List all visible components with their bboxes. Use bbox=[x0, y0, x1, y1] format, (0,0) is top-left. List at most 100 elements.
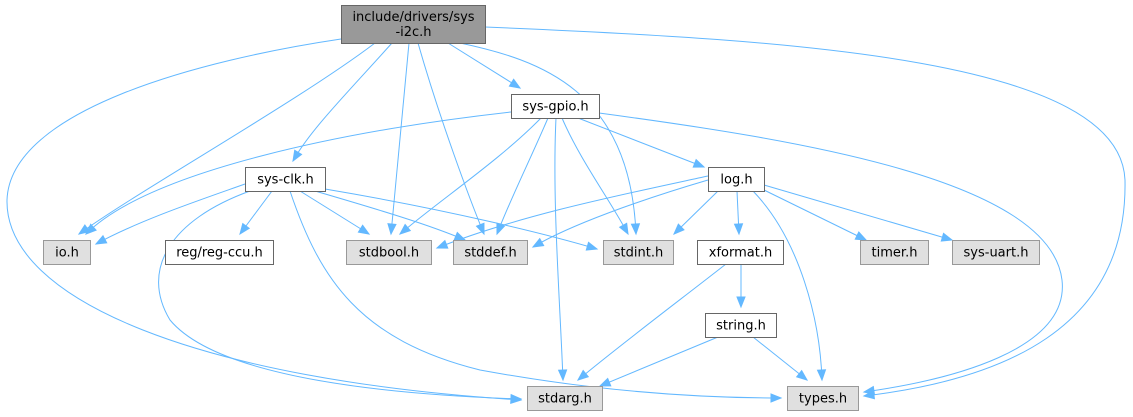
nodes-layer: include/drivers/sys-i2c.h sys-gpio.h sys-c… bbox=[43, 5, 1040, 411]
edge-sys-clk-to-reg-ccu bbox=[239, 190, 273, 236]
edge-line bbox=[763, 184, 953, 241]
node-sys-clk[interactable]: sys-clk.h bbox=[245, 167, 326, 192]
node-label: types.h bbox=[799, 392, 847, 407]
arrowhead-icon bbox=[239, 222, 251, 236]
edge-log-to-stddef bbox=[531, 179, 709, 248]
node-root[interactable]: include/drivers/sys-i2c.h bbox=[341, 5, 486, 44]
node-box bbox=[705, 313, 777, 338]
edge-sys-clk-to-stdint bbox=[324, 188, 599, 251]
edge-line bbox=[577, 117, 705, 168]
edge-sys-clk-to-io bbox=[94, 183, 246, 245]
node-label: string.h bbox=[716, 319, 766, 334]
node-box bbox=[453, 240, 528, 265]
node-box bbox=[245, 167, 326, 192]
edge-line bbox=[459, 42, 637, 235]
edge-line bbox=[324, 188, 598, 250]
edge-line bbox=[561, 117, 629, 235]
edge-xformat-to-stdarg bbox=[576, 263, 727, 381]
arrowhead-icon bbox=[692, 158, 706, 168]
edge-line bbox=[314, 190, 466, 241]
arrowhead-icon bbox=[770, 393, 783, 403]
edge-xformat-to-string bbox=[736, 264, 746, 309]
arrowhead-icon bbox=[510, 393, 523, 404]
arrowhead-icon bbox=[435, 239, 449, 249]
node-stdarg: stdarg.h bbox=[527, 386, 603, 411]
edge-line bbox=[599, 336, 719, 387]
arrowhead-icon bbox=[357, 224, 371, 235]
edge-line bbox=[390, 42, 410, 235]
arrowhead-icon bbox=[940, 232, 954, 242]
edge-log-to-xformat bbox=[733, 190, 744, 236]
node-label: timer.h bbox=[872, 246, 918, 261]
edge-sys-gpio-to-io bbox=[85, 111, 512, 235]
edge-line bbox=[436, 175, 709, 249]
arrowhead-icon bbox=[85, 223, 97, 235]
arrowhead-icon bbox=[453, 231, 467, 241]
edge-sys-clk-to-stddef bbox=[314, 190, 467, 241]
edge-line bbox=[85, 111, 512, 235]
edge-root-to-sys-clk bbox=[292, 42, 393, 163]
edge-line bbox=[447, 42, 521, 89]
node-sys-gpio[interactable]: sys-gpio.h bbox=[511, 94, 600, 119]
edge-line bbox=[289, 190, 782, 399]
arrowhead-icon bbox=[630, 223, 641, 236]
edge-log-to-types bbox=[752, 190, 827, 382]
node-stddef: stddef.h bbox=[453, 240, 528, 265]
node-label: stdarg.h bbox=[538, 392, 592, 407]
edge-line bbox=[763, 189, 867, 241]
edge-line bbox=[78, 42, 376, 235]
node-box bbox=[952, 240, 1040, 265]
edge-sys-gpio-to-stddef bbox=[496, 117, 549, 236]
node-timer: timer.h bbox=[860, 240, 929, 265]
node-box bbox=[697, 240, 784, 265]
edge-line bbox=[496, 117, 549, 235]
node-label: -i2c.h bbox=[395, 25, 431, 40]
edge-root-to-stddef bbox=[417, 42, 485, 236]
edge-root-to-stdarg bbox=[6, 38, 523, 405]
edge-root-to-stdint bbox=[459, 42, 641, 236]
edge-string-to-stdarg bbox=[598, 336, 719, 387]
edge-line bbox=[417, 42, 485, 235]
node-box bbox=[346, 240, 432, 265]
node-label: stdint.h bbox=[614, 246, 663, 261]
node-label: sys-clk.h bbox=[257, 173, 314, 188]
edge-line bbox=[484, 26, 1126, 397]
arrowhead-icon bbox=[531, 237, 545, 248]
edge-line bbox=[752, 190, 823, 381]
node-box bbox=[708, 167, 765, 192]
node-label: sys-uart.h bbox=[964, 246, 1029, 261]
arrowhead-icon bbox=[557, 369, 568, 382]
edge-line bbox=[292, 42, 393, 162]
edge-sys-gpio-to-stdint bbox=[561, 117, 629, 236]
edge-sys-clk-to-stdbool bbox=[299, 190, 371, 235]
edge-root-to-types bbox=[484, 26, 1126, 400]
edges-layer bbox=[6, 26, 1126, 405]
arrowhead-icon bbox=[292, 149, 303, 163]
edge-root-to-sys-gpio bbox=[447, 42, 522, 89]
arrowhead-icon bbox=[795, 369, 809, 381]
node-string[interactable]: string.h bbox=[705, 313, 777, 338]
arrowhead-icon bbox=[94, 234, 108, 245]
edge-line bbox=[752, 336, 808, 381]
edge-sys-clk-to-stdarg bbox=[158, 190, 523, 404]
node-box bbox=[527, 386, 603, 411]
node-reg-ccu[interactable]: reg/reg-ccu.h bbox=[165, 240, 274, 265]
node-box bbox=[860, 240, 929, 265]
arrowhead-icon bbox=[387, 223, 397, 236]
arrowhead-icon bbox=[576, 369, 590, 381]
edge-string-to-types bbox=[752, 336, 809, 381]
node-box bbox=[511, 94, 600, 119]
edge-line bbox=[532, 179, 709, 248]
edge-sys-gpio-to-log bbox=[577, 117, 706, 168]
edge-log-to-stdint bbox=[673, 190, 719, 235]
edge-line bbox=[95, 183, 246, 245]
node-box bbox=[603, 240, 674, 265]
node-log[interactable]: log.h bbox=[708, 167, 765, 192]
edge-log-to-sys-uart bbox=[763, 184, 954, 242]
arrowhead-icon bbox=[496, 222, 506, 236]
node-xformat[interactable]: xformat.h bbox=[697, 240, 784, 265]
node-label: reg/reg-ccu.h bbox=[176, 246, 263, 261]
arrowhead-icon bbox=[398, 223, 412, 235]
edge-sys-gpio-to-types bbox=[598, 112, 1063, 396]
node-label: include/drivers/sys bbox=[352, 10, 474, 25]
